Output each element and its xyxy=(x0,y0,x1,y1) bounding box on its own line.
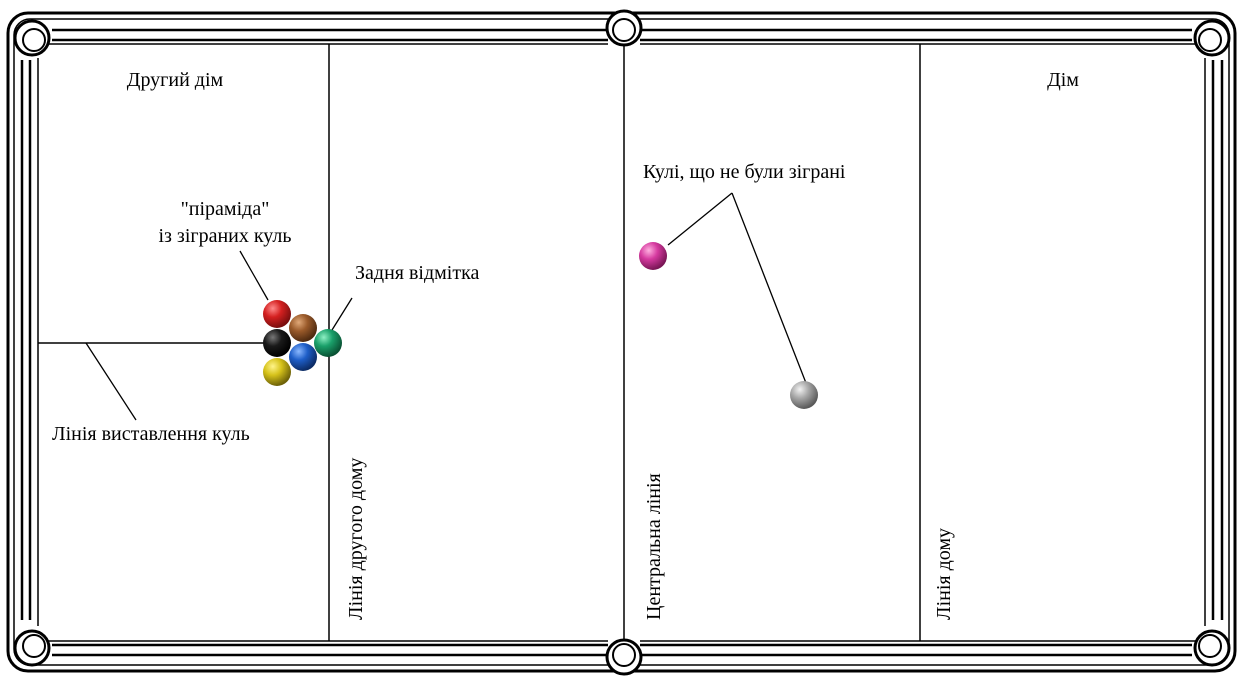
yellow-ball xyxy=(263,358,291,386)
back-spot-label: Задня відмітка xyxy=(355,262,480,284)
pocket-top-left xyxy=(13,19,51,57)
setup-line-label: Лінія виставлення куль xyxy=(52,423,250,445)
pocket-bottom-middle xyxy=(605,638,643,676)
pocket-bottom-right xyxy=(1193,629,1231,667)
leader-lines xyxy=(85,192,807,421)
blue-ball xyxy=(289,343,317,371)
table-frame xyxy=(6,11,1237,673)
home-label: Дім xyxy=(1047,69,1079,91)
pocket-top-right xyxy=(1193,19,1231,57)
red-ball xyxy=(263,300,291,328)
grey-ball xyxy=(790,381,818,409)
pyramid-label-line2: із зіграних куль xyxy=(158,225,291,247)
field-lines xyxy=(38,44,921,641)
balls xyxy=(263,242,818,409)
black-ball xyxy=(263,329,291,357)
pocket-top-middle xyxy=(605,9,643,47)
second-home-line-label: Лінія другого дому xyxy=(345,458,367,620)
pocket-bottom-left xyxy=(13,629,51,667)
unplayed-balls-label: Кулі, що не були зіграні xyxy=(643,161,846,183)
home-line-label: Лінія дому xyxy=(933,528,955,620)
pyramid-label-line1: "піраміда" xyxy=(181,198,270,220)
green-ball xyxy=(314,329,342,357)
center-line-label: Центральна лінія xyxy=(643,473,665,620)
pink-ball xyxy=(639,242,667,270)
brown-ball xyxy=(289,314,317,342)
second-home-label: Другий дім xyxy=(127,69,224,91)
pockets xyxy=(13,9,1231,676)
